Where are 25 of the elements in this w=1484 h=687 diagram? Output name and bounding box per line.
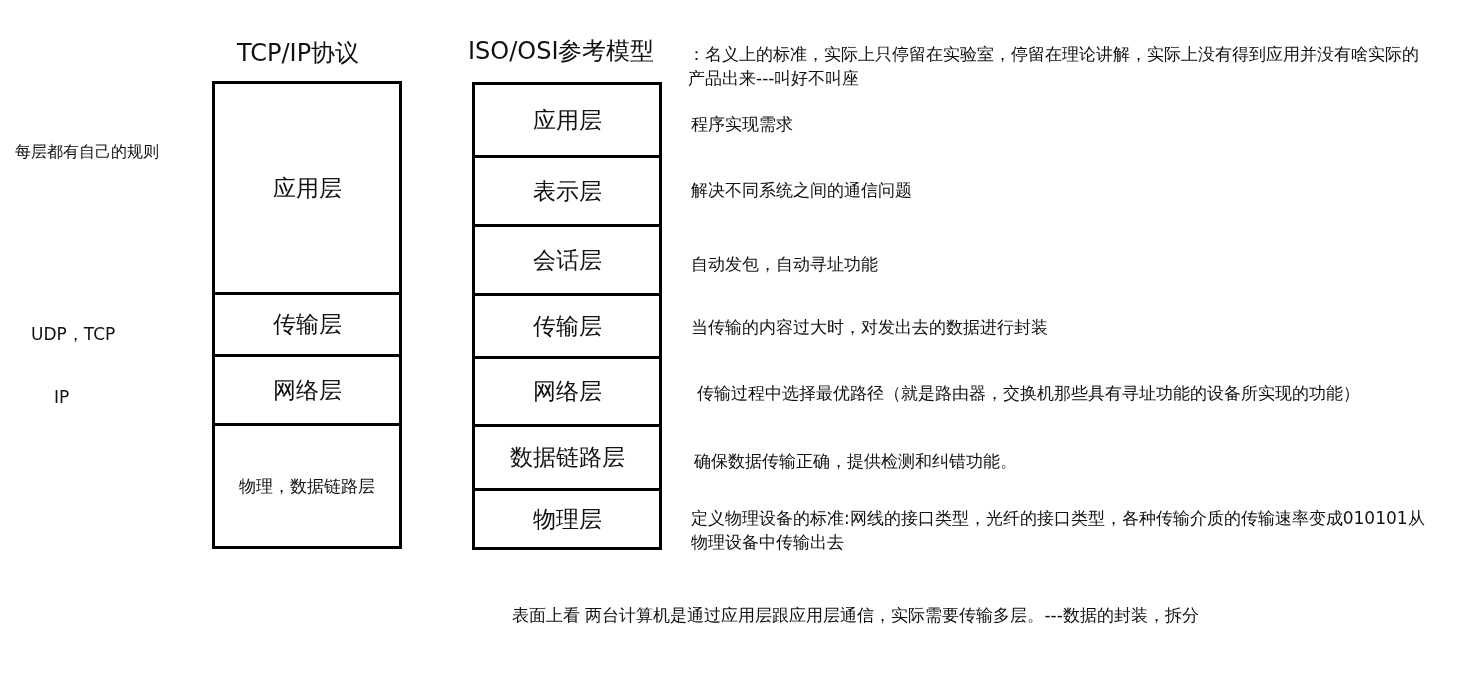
layer-description: 定义物理设备的标准:网线的接口类型，光纤的接口类型，各种传输介质的传输速率变成010101从物理设备中传输出去 bbox=[691, 507, 1426, 554]
column-heading: ISO/OSI参考模型 bbox=[468, 36, 655, 66]
layer-box: 传输层 bbox=[212, 292, 402, 357]
side-note: 每层都有自己的规则 bbox=[15, 141, 159, 163]
layer-box: 会话层 bbox=[472, 224, 662, 296]
layer-description: 解决不同系统之间的通信问题 bbox=[691, 179, 912, 202]
protocol-label: IP bbox=[54, 386, 70, 409]
layer-description: 程序实现需求 bbox=[691, 113, 793, 136]
layer-box: 应用层 bbox=[472, 82, 662, 158]
layer-description: 自动发包，自动寻址功能 bbox=[691, 253, 878, 276]
layer-box: 数据链路层 bbox=[472, 424, 662, 491]
layer-description: 当传输的内容过大时，对发出去的数据进行封装 bbox=[691, 316, 1048, 339]
layer-box: 物理，数据链路层 bbox=[212, 423, 402, 549]
note-text: ：名义上的标准，实际上只停留在实验室，停留在理论讲解，实际上没有得到应用并没有啥实际的产品出来---叫好不叫座 bbox=[688, 43, 1420, 90]
layer-box: 网络层 bbox=[212, 354, 402, 426]
footnote-text: 表面上看 两台计算机是通过应用层跟应用层通信，实际需要传输多层。---数据的封装，拆分 bbox=[512, 604, 1199, 627]
column-heading: TCP/IP协议 bbox=[237, 38, 360, 68]
layer-box: 传输层 bbox=[472, 293, 662, 359]
layer-description: 确保数据传输正确，提供检测和纠错功能。 bbox=[694, 450, 1017, 473]
layer-box: 表示层 bbox=[472, 155, 662, 227]
layer-box: 应用层 bbox=[212, 81, 402, 295]
layer-box: 网络层 bbox=[472, 356, 662, 427]
protocol-label: UDP，TCP bbox=[31, 323, 116, 346]
layer-description: 传输过程中选择最优路径（就是路由器，交换机那些具有寻址功能的设备所实现的功能） bbox=[697, 382, 1360, 405]
layer-box: 物理层 bbox=[472, 488, 662, 550]
